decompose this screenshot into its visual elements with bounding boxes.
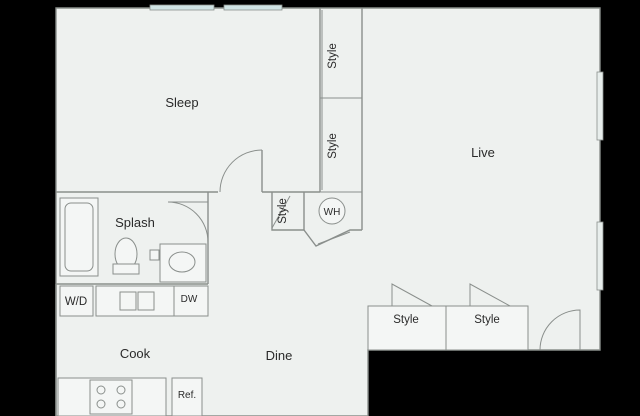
bottom-closet-right: [445, 305, 529, 351]
kitchen-sink-basin-1: [119, 291, 137, 311]
fixture-label-ref: Ref.: [178, 390, 196, 401]
bath-side-shelf: [149, 249, 160, 261]
burner-3: [96, 399, 106, 409]
toilet-tank: [112, 263, 140, 275]
bath-sink-bowl: [168, 251, 196, 273]
wh-door: [317, 231, 351, 245]
bottom-closet-right-door: [469, 283, 511, 307]
room-label-live: Live: [471, 145, 495, 160]
bathtub: [59, 197, 99, 277]
range: [89, 379, 133, 415]
window-top-2: [223, 4, 283, 11]
small-closet-door: [271, 195, 291, 229]
burner-1: [96, 385, 106, 395]
kitchen-sink-basin-2: [137, 291, 155, 311]
bath-vanity: [159, 243, 207, 283]
water-heater: [318, 197, 346, 225]
burner-2: [116, 385, 126, 395]
window-top-1: [149, 4, 215, 11]
small-closet-box: [271, 192, 305, 231]
bottom-closet-left: [367, 305, 447, 351]
kitchen-counter: [95, 285, 209, 317]
entry-door-swing: [539, 309, 581, 351]
fixture-label-wd: W/D: [65, 296, 87, 308]
refrigerator: [171, 377, 203, 416]
washer-dryer: [59, 285, 94, 317]
room-label-cook: Cook: [120, 346, 151, 361]
closet-label-style-bottom-left: Style: [393, 314, 419, 326]
burner-4: [116, 399, 126, 409]
sleep-door-swing: [219, 149, 263, 193]
window-right-1: [596, 71, 604, 141]
fixture-label-dw: DW: [181, 294, 198, 305]
room-label-sleep: Sleep: [165, 95, 198, 110]
room-label-dine: Dine: [266, 348, 293, 363]
closet-label-style-small: Style: [277, 198, 289, 224]
closet-label-style-middle: Style: [327, 133, 339, 159]
bath-door-swing: [167, 201, 209, 243]
window-right-2: [596, 221, 604, 291]
bottom-closet-left-door: [391, 283, 433, 307]
room-label-splash: Splash: [115, 215, 155, 230]
closet-label-style-upper: Style: [327, 43, 339, 69]
fixture-label-wh: WH: [324, 207, 341, 218]
bathtub-inner: [64, 202, 94, 272]
closet-label-style-bottom-right: Style: [474, 314, 500, 326]
